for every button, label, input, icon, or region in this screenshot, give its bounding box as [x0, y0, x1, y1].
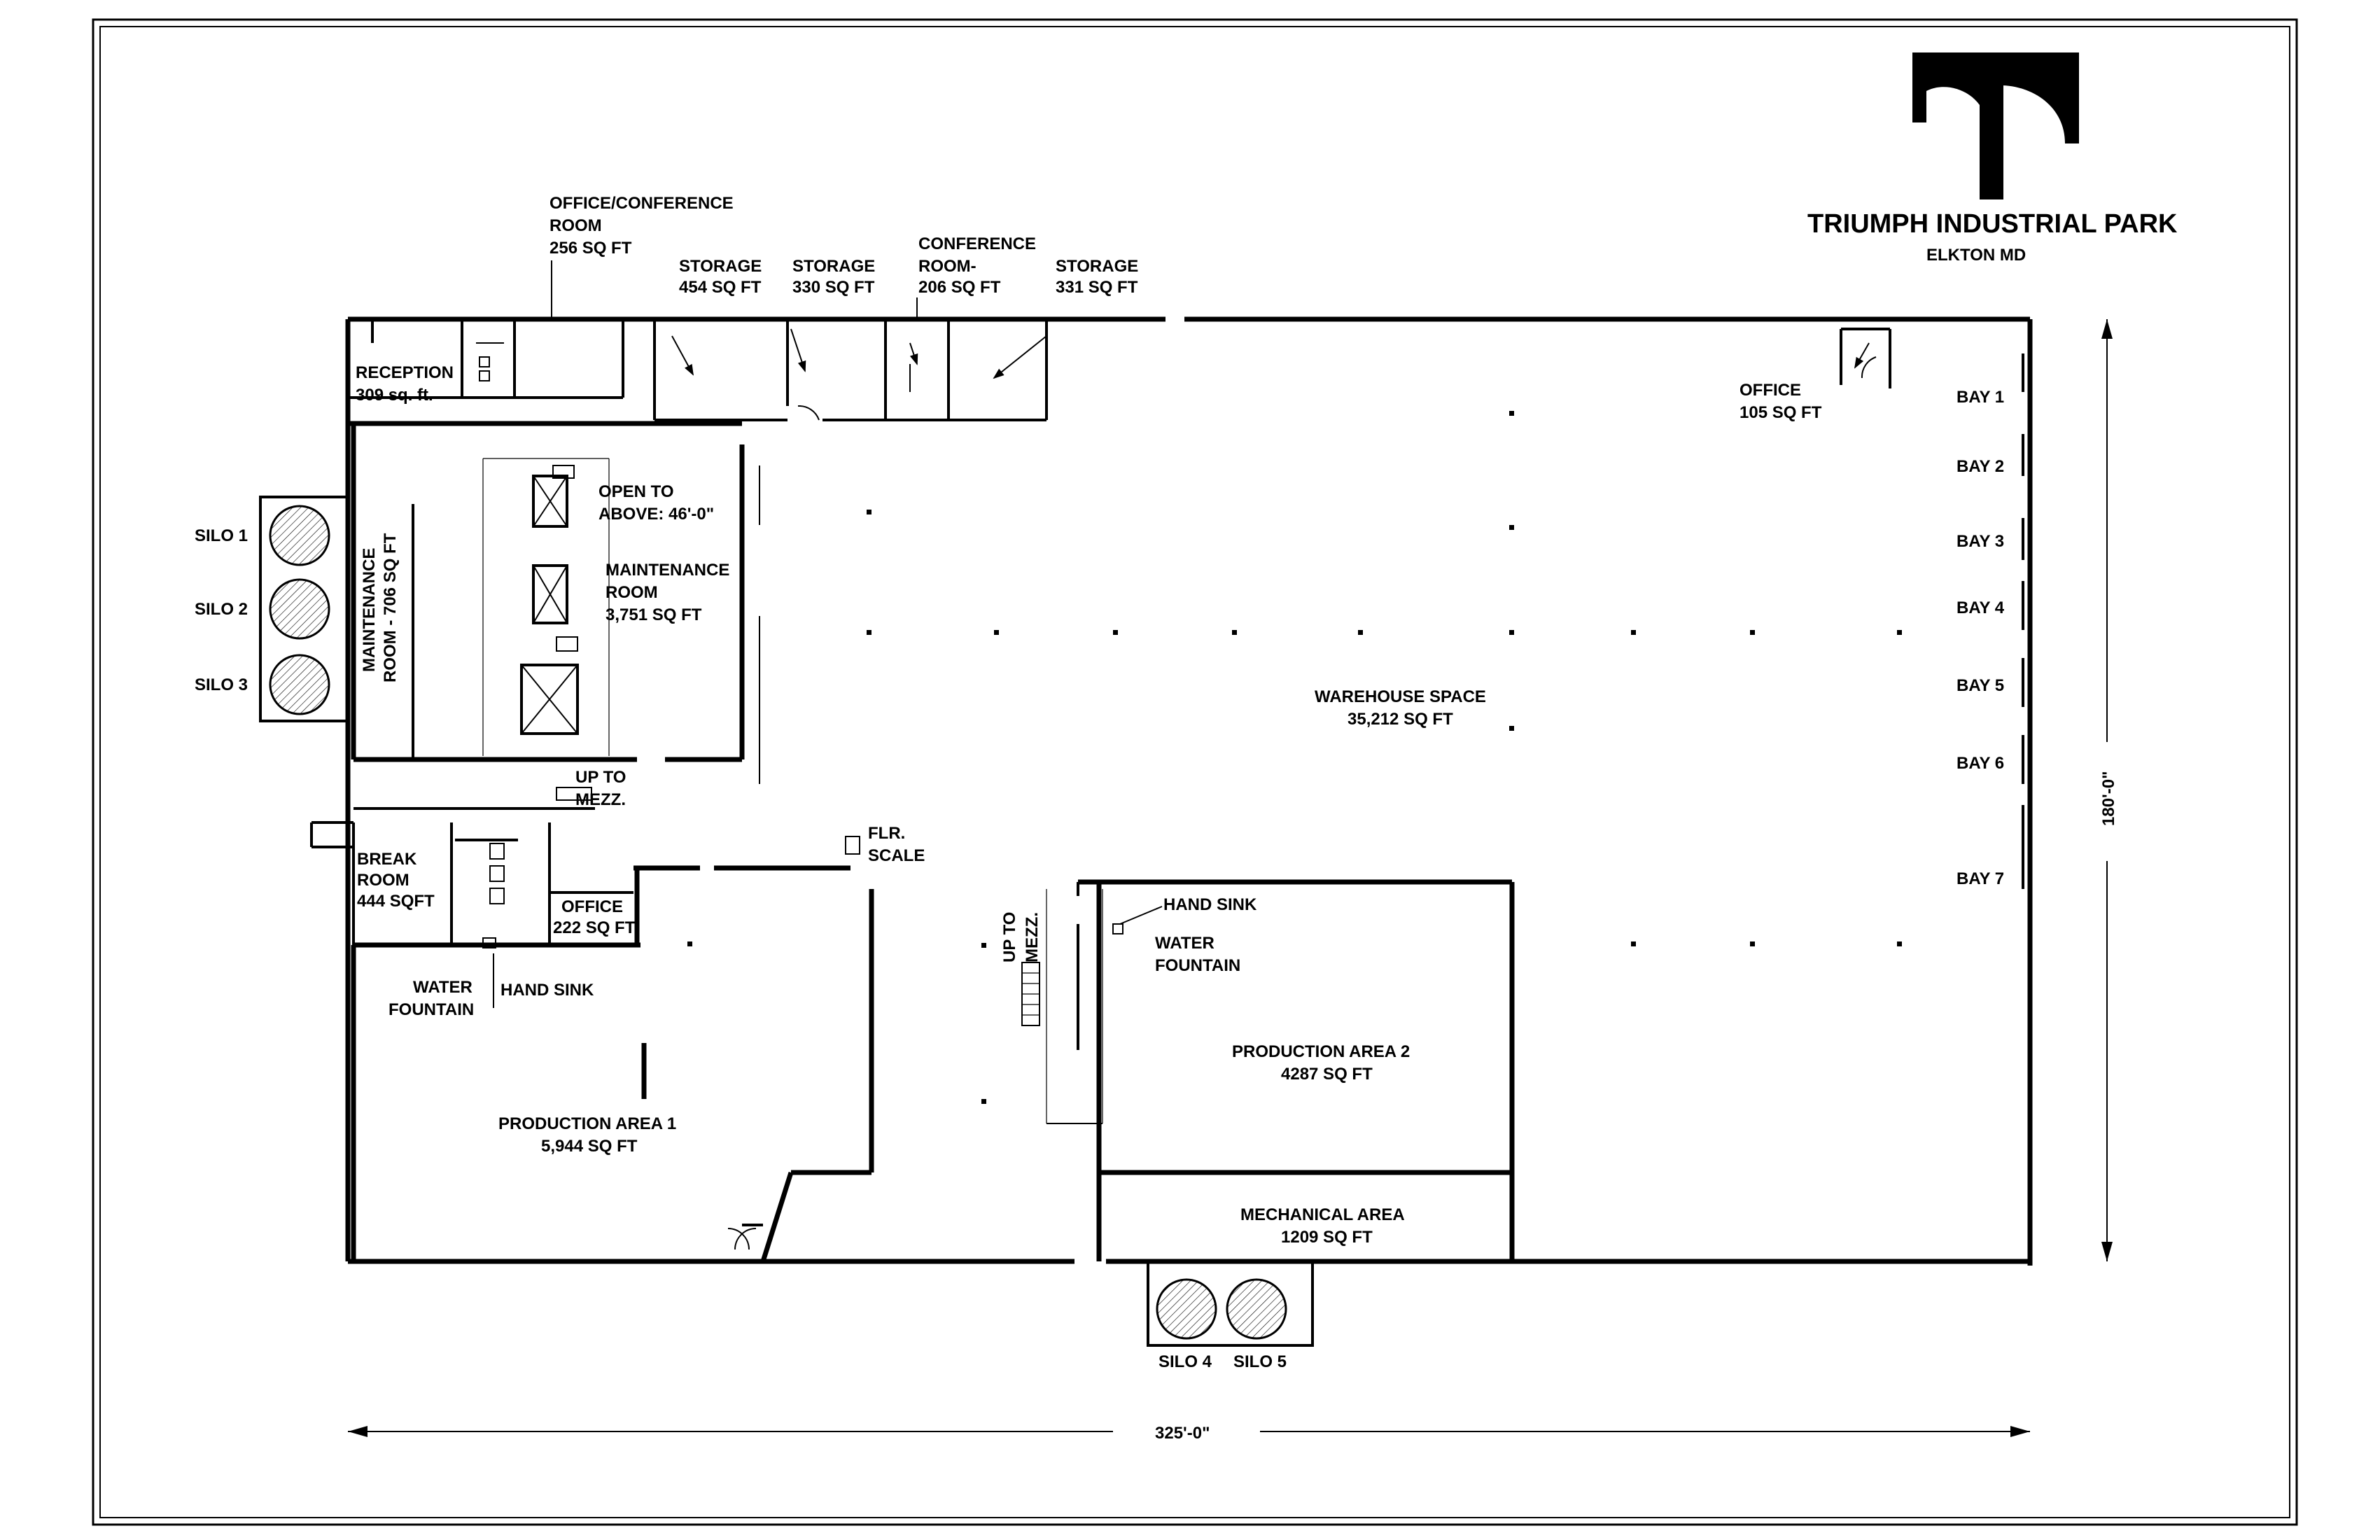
warehouse-area: 35,212 SQ FT: [1348, 710, 1453, 729]
office-conference-area: 256 SQ FT: [550, 239, 632, 258]
park-location: ELKTON MD: [1926, 246, 2026, 265]
up-to-mezz-2-line2: MEZZ.: [1023, 912, 1042, 962]
maintenance-walls: [348, 421, 760, 784]
bay-4-label: BAY 4: [1956, 598, 2005, 617]
up-to-mezz-1-line2: MEZZ.: [575, 790, 626, 809]
production2-walls: [1046, 879, 1515, 1261]
storage-arrows: [671, 328, 1870, 379]
warehouse-office-area: 105 SQ FT: [1740, 403, 1822, 422]
office-small-area: 222 SQ FT: [553, 918, 636, 937]
triumph-logo-icon: [1912, 52, 2079, 200]
callout-leaders: [551, 260, 918, 319]
silo-2-label: SILO 2: [195, 600, 248, 619]
room-labels: OFFICE/CONFERENCE ROOM 256 SQ FT STORAGE…: [356, 194, 1822, 1247]
open-to-above-boxes: [520, 465, 592, 801]
break-room-line1: BREAK: [357, 850, 417, 869]
storage-2-area: 330 SQ FT: [792, 278, 875, 297]
conference-area: 206 SQ FT: [918, 278, 1001, 297]
sheet-border-outer: [92, 18, 2298, 1526]
up-to-mezz-2-line1: UP TO: [1000, 912, 1019, 962]
silo-1-icon: [269, 505, 330, 566]
flr-scale-line2: SCALE: [868, 846, 925, 865]
bay-6-label: BAY 6: [1956, 754, 2004, 773]
silo-enclosure-west: [259, 496, 349, 722]
silo-3-icon: [269, 654, 330, 715]
bay-labels: BAY 1 BAY 2 BAY 3 BAY 4 BAY 5 BAY 6 BAY …: [1956, 388, 2005, 888]
bay-7-label: BAY 7: [1956, 869, 2004, 888]
office-small-label: OFFICE: [561, 897, 623, 916]
storage-3-label: STORAGE: [1056, 257, 1138, 276]
water-fountain-2-line2: FOUNTAIN: [1155, 956, 1240, 975]
reception-label: RECEPTION: [356, 363, 454, 382]
mechanical-label: MECHANICAL AREA: [1240, 1205, 1405, 1224]
break-room-area: 444 SQFT: [357, 892, 435, 911]
mechanical-area: 1209 SQ FT: [1281, 1228, 1373, 1247]
sheet-border-inner: [99, 26, 2290, 1518]
flr-scale-line1: FLR.: [868, 824, 905, 843]
reception-area: 309 sq. ft.: [356, 386, 433, 405]
depth-dimension-label: 180'-0": [2099, 771, 2118, 826]
width-dimension-label: 325'-0": [1155, 1424, 1210, 1443]
conference-line2: ROOM-: [918, 257, 976, 276]
break-room-line2: ROOM: [357, 871, 410, 890]
open-to-above-line2: ABOVE: 46'-0": [598, 505, 714, 524]
office-conference-line1: OFFICE/CONFERENCE: [550, 194, 734, 213]
storage-1-area: 454 SQ FT: [679, 278, 762, 297]
office-conference-line2: ROOM: [550, 216, 602, 235]
silo-2-icon: [269, 578, 330, 640]
silo-1-label: SILO 1: [195, 526, 248, 545]
depth-dimension: 180'-0": [2099, 319, 2118, 1261]
bay-5-label: BAY 5: [1956, 676, 2004, 695]
bay-3-label: BAY 3: [1956, 532, 2004, 551]
storage-2-label: STORAGE: [792, 257, 875, 276]
bay-1-label: BAY 1: [1956, 388, 2004, 407]
conference-line1: CONFERENCE: [918, 234, 1036, 253]
silo-5-icon: [1226, 1278, 1287, 1340]
water-fountain-1-line1: WATER: [413, 978, 472, 997]
top-office-walls: [348, 319, 1891, 421]
maintenance-room-line2: ROOM: [606, 583, 658, 602]
silo-enclosure-south: [1147, 1260, 1314, 1347]
silo-3-label: SILO 3: [195, 676, 248, 694]
storage-3-area: 331 SQ FT: [1056, 278, 1138, 297]
silo-5-label: SILO 5: [1233, 1352, 1287, 1371]
water-fountain-1-line2: FOUNTAIN: [388, 1000, 474, 1019]
hand-sink-2-label: HAND SINK: [1163, 895, 1257, 914]
silo-4-icon: [1156, 1278, 1217, 1340]
width-dimension: 325'-0": [348, 1424, 2030, 1443]
maintenance-small-line2: ROOM - 706 SQ FT: [381, 533, 400, 682]
production-1-label: PRODUCTION AREA 1: [498, 1114, 676, 1133]
production-2-area: 4287 SQ FT: [1281, 1065, 1373, 1084]
exterior-walls: [345, 316, 2033, 1266]
warehouse-columns: [687, 411, 1902, 1104]
silo-4-label: SILO 4: [1158, 1352, 1212, 1371]
hand-sink-1-label: HAND SINK: [500, 981, 594, 1000]
maintenance-room-area: 3,751 SQ FT: [606, 606, 702, 624]
hand-sink-2-leader: [1119, 906, 1163, 925]
maintenance-room-line1: MAINTENANCE: [606, 561, 729, 580]
mezzanine-stairs: [1021, 962, 1040, 1026]
water-fountain-2-line1: WATER: [1155, 934, 1214, 953]
open-to-above-line1: OPEN TO: [598, 482, 674, 501]
bay-2-label: BAY 2: [1956, 457, 2004, 476]
lower-left-walls: [310, 807, 874, 1263]
bay-doors: [2022, 354, 2033, 889]
park-title: TRIUMPH INDUSTRIAL PARK: [1807, 209, 2178, 239]
maintenance-small-line1: MAINTENANCE: [360, 548, 379, 672]
warehouse-label: WAREHOUSE SPACE: [1315, 687, 1486, 706]
warehouse-office-label: OFFICE: [1740, 381, 1801, 400]
up-to-mezz-1-line1: UP TO: [575, 768, 626, 787]
production-2-label: PRODUCTION AREA 2: [1232, 1042, 1410, 1061]
production-1-area: 5,944 SQ FT: [541, 1137, 638, 1156]
storage-1-label: STORAGE: [679, 257, 762, 276]
